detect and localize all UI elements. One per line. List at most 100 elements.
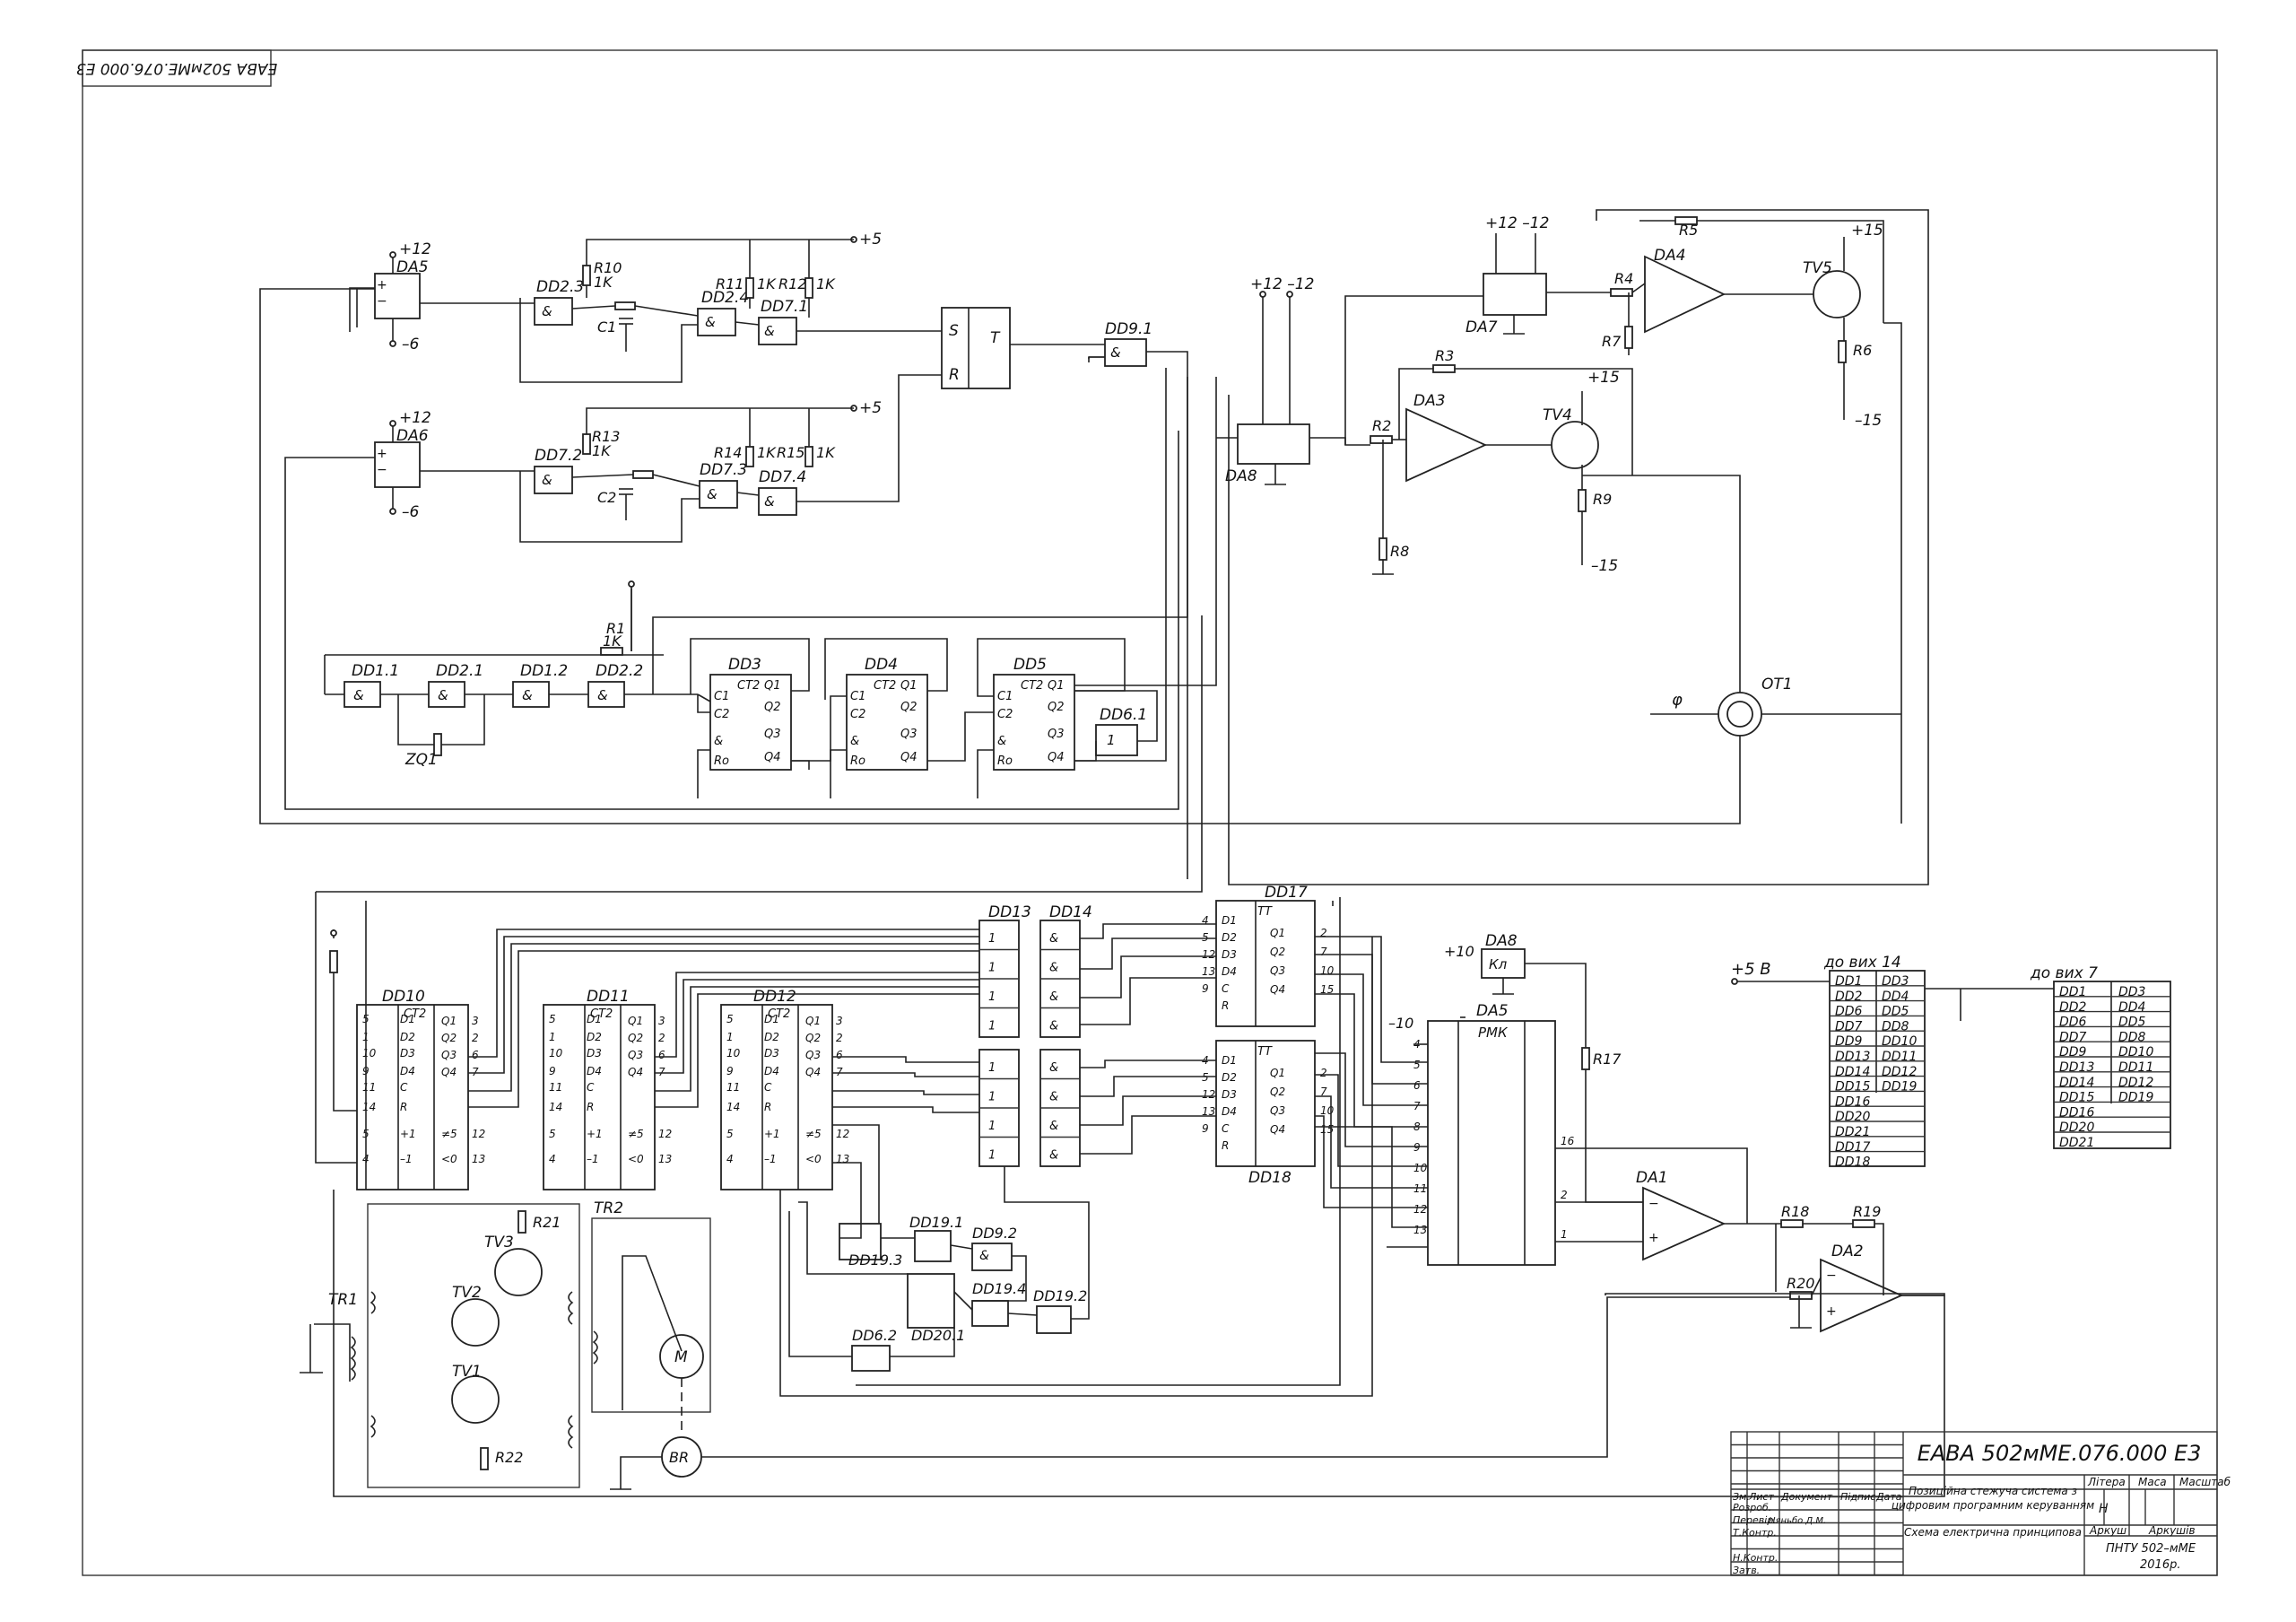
- da1-label: DA1: [1636, 1169, 1668, 1187]
- power-table-cell: DD12: [1882, 1065, 1917, 1079]
- tb-arkushiv: Аркушів: [2148, 1524, 2196, 1537]
- gate-symbol: 1: [988, 1061, 996, 1075]
- svg-text:C2: C2: [714, 708, 729, 721]
- tb-col-list: Лист: [1748, 1491, 1774, 1503]
- dd2-2-label: DD2.2: [596, 662, 643, 680]
- counter-right-name: Q2: [441, 1032, 457, 1044]
- counter-right-pin: 3: [658, 1015, 665, 1027]
- svg-text:Q4: Q4: [1048, 751, 1065, 764]
- svg-text:R8: R8: [1390, 543, 1409, 560]
- tt-left-name: C: [1222, 982, 1230, 995]
- da6-minus6: –6: [402, 503, 420, 521]
- dd2-3-gate: & DD2.3: [534, 278, 584, 326]
- counter-left-name: D2: [400, 1031, 415, 1043]
- counter-left-name: D1: [587, 1013, 602, 1025]
- svg-text:1K: 1K: [757, 275, 777, 292]
- counter-right-name: Q3: [441, 1049, 457, 1061]
- svg-text:R20: R20: [1787, 1275, 1814, 1292]
- dd10-label: DD10: [382, 988, 425, 1006]
- counter-left-name: D4: [587, 1065, 602, 1077]
- dd7-2-gate: & DD7.2: [534, 447, 582, 494]
- da8-label: DA8: [1225, 467, 1257, 485]
- svg-text:Ro: Ro: [714, 754, 729, 768]
- da2-label: DA2: [1831, 1243, 1864, 1260]
- dd2-3-label: DD2.3: [536, 278, 584, 296]
- svg-text:R: R: [949, 366, 960, 384]
- counter-bottom-pin: 12: [658, 1128, 672, 1140]
- svg-text:−: −: [1648, 1197, 1659, 1211]
- svg-text:&: &: [597, 687, 608, 703]
- counter-left-name: R: [764, 1101, 771, 1113]
- tt-right-name: Q2: [1270, 946, 1285, 958]
- r21-label: R21: [533, 1214, 561, 1231]
- da2-amplifier: DA2 −+ R18 R19 R20: [1780, 1203, 1904, 1333]
- tt-left-name: R: [1222, 1139, 1229, 1152]
- da5-label: DA5: [396, 258, 429, 276]
- counter-left-name: R: [587, 1101, 594, 1113]
- counter-right-name: Q1: [805, 1015, 821, 1027]
- tr1-label: TR1: [328, 1291, 358, 1309]
- counter-right-pin: 6: [472, 1049, 479, 1061]
- svg-text:R2: R2: [1372, 417, 1391, 434]
- tt-right-name: Q1: [1270, 1067, 1285, 1079]
- counter-left-name: C: [400, 1081, 408, 1094]
- tb-mashtab: Масштаб: [2179, 1476, 2231, 1488]
- counter-bottom-name: ≠5: [805, 1128, 822, 1140]
- title-designation: ЕАВА 502мМЕ.076.000 Е3: [1918, 1441, 2202, 1466]
- counter-right-pin: 6: [836, 1049, 843, 1061]
- power-table-cell: DD7: [2059, 1030, 2087, 1044]
- counter-left-name: R: [400, 1101, 407, 1113]
- svg-text:R12: R12: [778, 275, 806, 292]
- counter-right-pin: 7: [836, 1066, 843, 1078]
- top-stamp: ЕАВА 502мМЕ.076.000 Е3: [76, 49, 277, 87]
- svg-text:R19: R19: [1853, 1203, 1881, 1220]
- power-table-cell: DD2: [1835, 990, 1863, 1004]
- svg-text:+12 –12: +12 –12: [1485, 214, 1549, 232]
- svg-text:&: &: [997, 735, 1006, 748]
- counter-left-name: –1: [587, 1153, 599, 1165]
- da5-minus6: –6: [402, 336, 420, 353]
- dd10-counter: DD10 CT2: [356, 988, 469, 1190]
- counter-bottom-pin: 13: [472, 1153, 485, 1165]
- da6-label: DA6: [396, 427, 429, 445]
- svg-text:Q1: Q1: [1048, 679, 1065, 693]
- tt-left-pin: 13: [1202, 965, 1215, 978]
- power-table-cell: DD16: [1835, 1094, 1870, 1109]
- tv5-label: TV5: [1803, 259, 1832, 277]
- power-table-cell: DD15: [1835, 1080, 1870, 1094]
- svg-text:&: &: [522, 687, 533, 703]
- counter-wires: [690, 368, 1217, 798]
- svg-text:&: &: [764, 323, 775, 339]
- dd3-label: DD3: [728, 656, 761, 674]
- tt-left-pin: 12: [1202, 948, 1215, 961]
- counter-left-pin: 9: [726, 1065, 734, 1077]
- counter-right-pin: 3: [472, 1015, 479, 1027]
- svg-text:R6: R6: [1853, 342, 1872, 359]
- da5-plus12: +12: [399, 240, 431, 258]
- counter-left-pin: 10: [726, 1047, 741, 1060]
- pmk-left-pin: 13: [1413, 1224, 1427, 1236]
- pmk-left-pin: 11: [1413, 1182, 1427, 1195]
- svg-text:1: 1: [1107, 732, 1116, 748]
- counter-left-name: D1: [764, 1013, 779, 1025]
- rs-trigger: S R T: [941, 307, 1011, 389]
- gate-symbol: 1: [988, 932, 996, 946]
- counter-right-name: Q3: [628, 1049, 643, 1061]
- svg-text:CT2: CT2: [768, 1007, 790, 1021]
- svg-text:1K: 1K: [757, 444, 777, 461]
- gate-symbol: 1: [988, 1120, 996, 1133]
- tb-razrob: Розроб.: [1733, 1502, 1771, 1513]
- dd9-1-gate: & DD9.1: [1104, 320, 1152, 367]
- r17-label: R17: [1593, 1051, 1622, 1068]
- counter-left-pin: 5: [549, 1128, 556, 1140]
- tt-left-pin: 9: [1202, 982, 1209, 995]
- counter-right-pin: 2: [658, 1032, 665, 1044]
- power-table-cell: DD14: [2059, 1076, 2094, 1090]
- svg-text:C2: C2: [997, 708, 1013, 721]
- dd19-2-label: DD19.2: [1033, 1287, 1087, 1304]
- counter-left-name: D3: [764, 1047, 779, 1060]
- svg-text:+12 –12: +12 –12: [1250, 275, 1314, 293]
- power-table-cell: DD15: [2059, 1091, 2094, 1105]
- dd17-label: DD17: [1265, 884, 1308, 902]
- svg-text:+: +: [377, 278, 387, 292]
